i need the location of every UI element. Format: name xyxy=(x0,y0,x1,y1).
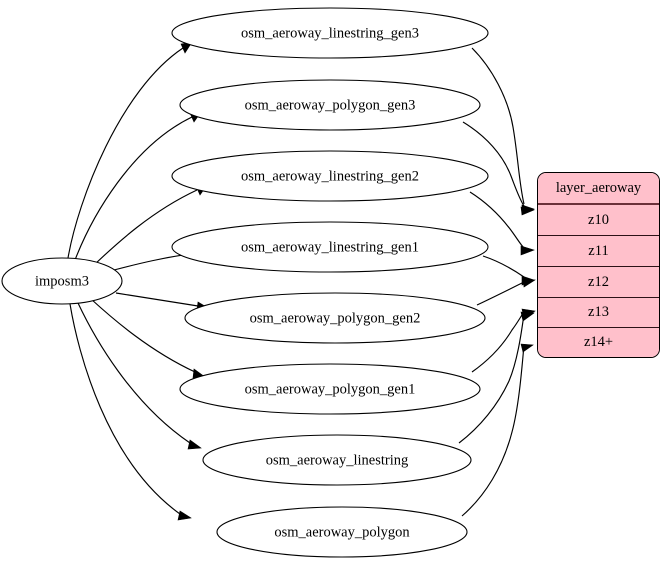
node-osm-aeroway-polygon-gen1[interactable]: osm_aeroway_polygon_gen1 xyxy=(179,363,481,415)
node-osm-aeroway-linestring[interactable]: osm_aeroway_linestring xyxy=(202,434,472,486)
layer-aeroway-row-z13[interactable]: z13 xyxy=(538,298,659,328)
edge-polygon-gen2-to-z12 xyxy=(476,281,525,306)
osm-aeroway-polygon-gen1-label: osm_aeroway_polygon_gen1 xyxy=(245,381,416,397)
edge-imposm3-to-polygon-gen2 xyxy=(115,292,199,307)
osm-aeroway-polygon-gen3-ellipse[interactable] xyxy=(179,79,481,131)
layer-aeroway-row-z12[interactable]: z12 xyxy=(538,267,659,298)
layer-aeroway-row-z11[interactable]: z11 xyxy=(538,236,659,267)
edge-imposm3-to-polygon xyxy=(69,303,181,515)
edge-polygon-gen1-to-z13 xyxy=(471,311,525,373)
node-layer-aeroway[interactable]: layer_aeroway z10 z11 z12 z13 z14+ xyxy=(537,172,660,358)
edge-polygon-to-z14 xyxy=(461,344,525,517)
osm-aeroway-linestring-gen1-ellipse[interactable] xyxy=(171,221,489,273)
arrowhead-linestring xyxy=(187,439,202,450)
imposm3-label: imposm3 xyxy=(35,273,89,289)
node-osm-aeroway-polygon-gen3[interactable]: osm_aeroway_polygon_gen3 xyxy=(179,79,481,131)
osm-aeroway-polygon-label: osm_aeroway_polygon xyxy=(274,524,410,540)
node-osm-aeroway-polygon[interactable]: osm_aeroway_polygon xyxy=(216,506,468,558)
osm-aeroway-linestring-gen3-label: osm_aeroway_linestring_gen3 xyxy=(241,25,419,41)
osm-aeroway-polygon-gen3-label: osm_aeroway_polygon_gen3 xyxy=(245,97,416,113)
edge-imposm3-to-linestring-gen3 xyxy=(67,47,184,259)
edge-polygon-gen3-to-z10 xyxy=(462,121,525,207)
edge-linestring-gen1-to-z12 xyxy=(482,255,525,278)
arrowhead-z10-b xyxy=(520,206,535,216)
edge-linestring-gen3-to-z10 xyxy=(471,47,525,205)
arrowhead-z14 xyxy=(520,343,534,353)
node-osm-aeroway-linestring-gen1[interactable]: osm_aeroway_linestring_gen1 xyxy=(171,221,489,273)
arrowhead-z13-b xyxy=(520,311,535,322)
osm-aeroway-polygon-gen1-ellipse[interactable] xyxy=(179,363,481,415)
node-imposm3[interactable]: imposm3 xyxy=(1,257,123,305)
osm-aeroway-linestring-gen2-ellipse[interactable] xyxy=(171,150,489,202)
arrowhead-z11 xyxy=(520,245,535,256)
layer-aeroway-header: layer_aeroway xyxy=(538,173,659,205)
osm-aeroway-linestring-ellipse[interactable] xyxy=(202,434,472,486)
osm-aeroway-linestring-gen1-label: osm_aeroway_linestring_gen1 xyxy=(241,239,419,255)
node-osm-aeroway-linestring-gen3[interactable]: osm_aeroway_linestring_gen3 xyxy=(171,7,489,59)
osm-aeroway-linestring-label: osm_aeroway_linestring xyxy=(266,452,409,468)
osm-aeroway-linestring-gen2-label: osm_aeroway_linestring_gen2 xyxy=(241,168,419,184)
edge-linestring-to-z13 xyxy=(458,313,525,444)
arrowhead-polygon xyxy=(177,510,192,521)
layer-aeroway-row-z14plus[interactable]: z14+ xyxy=(538,328,659,357)
edge-linestring-gen2-to-z11 xyxy=(469,191,525,249)
osm-aeroway-polygon-ellipse[interactable] xyxy=(216,506,468,558)
layer-aeroway-row-z10[interactable]: z10 xyxy=(538,205,659,236)
edge-imposm3-to-linestring xyxy=(77,302,191,444)
node-osm-aeroway-polygon-gen2[interactable]: osm_aeroway_polygon_gen2 xyxy=(184,292,486,344)
imposm3-ellipse[interactable] xyxy=(1,257,123,305)
edge-imposm3-to-linestring-gen2 xyxy=(92,189,198,267)
node-osm-aeroway-linestring-gen2[interactable]: osm_aeroway_linestring_gen2 xyxy=(171,150,489,202)
osm-aeroway-linestring-gen3-ellipse[interactable] xyxy=(171,7,489,59)
edge-imposm3-to-polygon-gen3 xyxy=(74,116,193,261)
edge-imposm3-to-polygon-gen1 xyxy=(90,298,196,373)
osm-aeroway-polygon-gen2-ellipse[interactable] xyxy=(184,292,486,344)
arrowhead-z12-b xyxy=(522,278,536,288)
osm-aeroway-polygon-gen2-label: osm_aeroway_polygon_gen2 xyxy=(250,310,421,326)
edge-group-tables-to-layer xyxy=(458,47,536,517)
